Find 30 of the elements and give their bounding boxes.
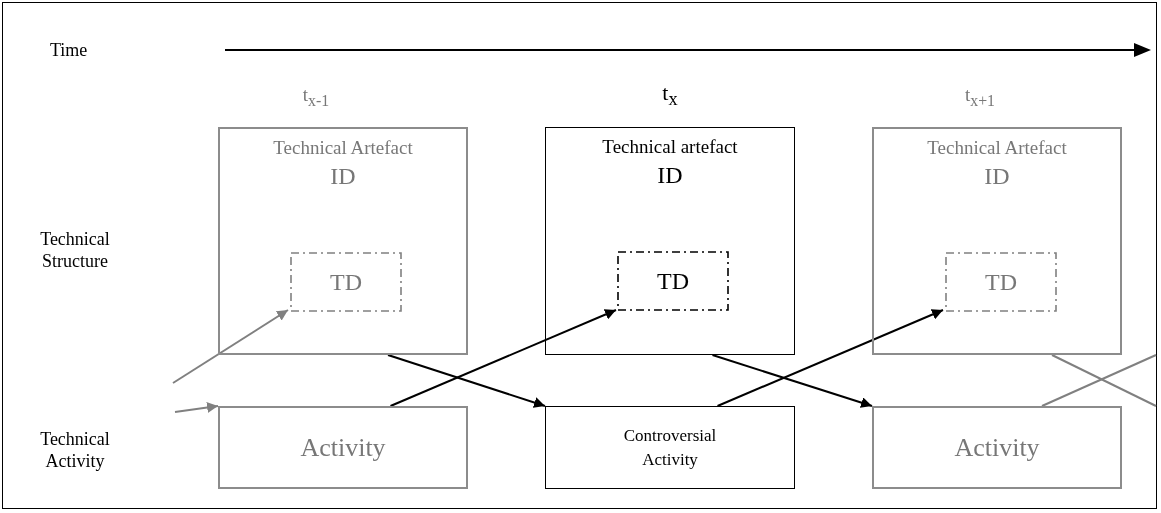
arrow xyxy=(172,309,289,384)
time-label: t$_{x}$ xyxy=(661,82,679,111)
box-id-text: ID xyxy=(329,163,357,190)
arrow xyxy=(389,309,617,407)
node-text: TD xyxy=(985,268,1017,296)
box-title: Technical Artefact xyxy=(272,137,414,159)
arrow xyxy=(387,354,546,408)
arrow xyxy=(711,354,873,408)
row-label: Technical Activity xyxy=(39,428,111,472)
dash-dot-box xyxy=(290,252,402,312)
row-label: Technical Structure xyxy=(39,228,111,272)
dash-dot-box xyxy=(945,252,1057,312)
artefact-box xyxy=(872,127,1122,355)
node-text: TD xyxy=(657,267,689,295)
box-id-text: ID xyxy=(656,162,684,189)
time-label: t$_{x-1}$ xyxy=(301,84,331,111)
box-id-text: ID xyxy=(983,163,1011,190)
arrow xyxy=(174,402,219,413)
dash-dot-box xyxy=(617,251,729,311)
axis-label: Time xyxy=(50,39,89,61)
artefact-box xyxy=(218,127,468,355)
artefact-box xyxy=(545,127,795,355)
activity-box: Controversial Activity xyxy=(545,406,795,489)
box-title: Technical artefact xyxy=(601,136,739,158)
box-title: Technical Artefact xyxy=(926,137,1068,159)
arrow xyxy=(716,309,944,407)
time-label: t$_{x+1}$ xyxy=(963,84,996,111)
activity-box: Activity xyxy=(872,406,1122,489)
node-text: TD xyxy=(330,268,362,296)
activity-box: Activity xyxy=(218,406,468,489)
